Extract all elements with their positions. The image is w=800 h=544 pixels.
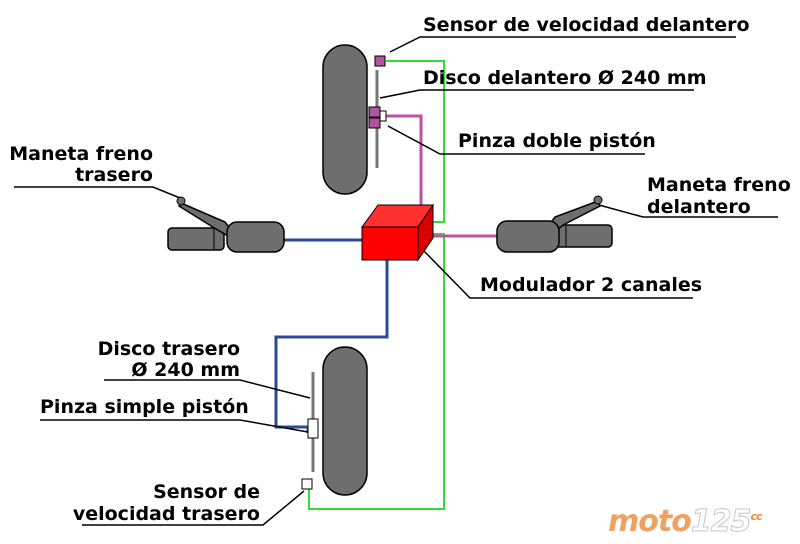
leader-lines [14, 36, 778, 526]
double-piston-caliper-label: Pinza doble pistón [458, 130, 656, 152]
rear-speed-sensor [301, 478, 313, 490]
moto125-watermark-logo: moto125cc [608, 504, 763, 539]
rear-brake-lever-label-line2: trasero [75, 164, 153, 186]
front-brake-lines [385, 114, 498, 238]
front-brake-handlebar [496, 195, 613, 253]
front-speed-sensor-label: Sensor de velocidad delantero [423, 14, 750, 36]
modulator-label: Modulador 2 canales [480, 274, 703, 296]
modulator-to-front-caliper-line [385, 114, 423, 205]
rear-brake-lever-label-line1: Maneta freno [9, 143, 153, 165]
modulator-2-channels [361, 203, 434, 262]
front-brake-lever-label-line1: Maneta freno [647, 174, 791, 196]
rear-disc-label-line2: Ø 240 mm [131, 359, 240, 381]
rear-disc-label-line1: Disco trasero [97, 338, 240, 360]
front-double-piston-caliper [368, 106, 387, 129]
rear-sensor-wire [308, 233, 445, 510]
front-tire [322, 44, 368, 195]
front-sensor-wire [386, 60, 445, 223]
front-speed-sensor [374, 55, 386, 67]
rear-tire [322, 346, 368, 496]
rear-brake-handlebar [167, 196, 285, 253]
rear-speed-sensor-label-line2: velocidad trasero [72, 503, 260, 525]
single-piston-caliper-label: Pinza simple pistón [40, 396, 249, 418]
rear-single-piston-caliper [307, 418, 319, 439]
sensor-wires [308, 60, 445, 510]
rear-speed-sensor-label-line1: Sensor de [153, 481, 260, 503]
front-disc-label: Disco delantero Ø 240 mm [423, 67, 707, 89]
front-brake-lever-label-line2: delantero [647, 196, 751, 218]
